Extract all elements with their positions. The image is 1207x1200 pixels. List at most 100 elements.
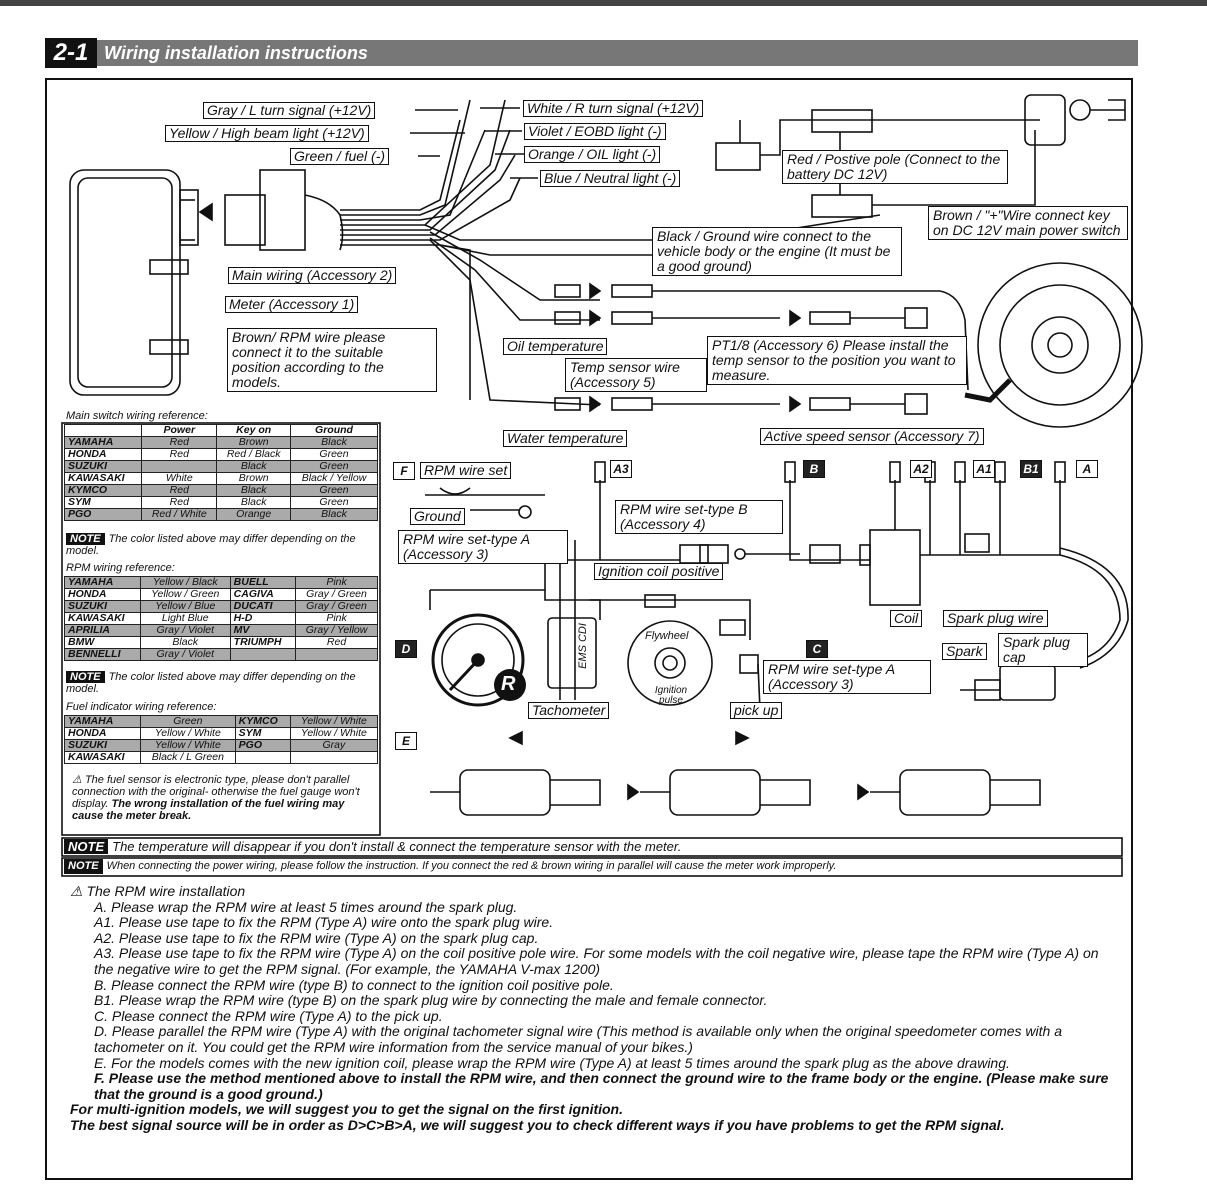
rpm-ref-title: RPM wiring reference: xyxy=(66,562,175,574)
label-spark: Spark xyxy=(942,643,987,660)
label-flywheel: Flywheel xyxy=(645,630,689,642)
diagram-frame xyxy=(45,78,1133,1180)
label-rpm-set-a: RPM wire set-type A (Accessory 3) xyxy=(398,530,568,564)
warning-icon: ⚠ xyxy=(70,883,83,899)
ms-cell: KAWASAKI xyxy=(63,472,143,485)
rpm-cell: DUCATI xyxy=(229,600,297,613)
label-white-r-turn: White / R turn signal (+12V) xyxy=(523,100,704,117)
rpm-cell: MV xyxy=(229,624,297,637)
label-rpm-set-a-c: RPM wire set-type A (Accessory 3) xyxy=(763,660,931,694)
ms-h2: Key on xyxy=(216,424,292,437)
fuel-cell xyxy=(234,751,291,764)
label-brown-key: Brown / "+"Wire connect key on DC 12V ma… xyxy=(928,206,1128,240)
instruction-a: A. Please wrap the RPM wire at least 5 t… xyxy=(94,898,518,915)
rpm-cell: Pink xyxy=(295,576,378,589)
rpm-cell: BUELL xyxy=(229,576,297,589)
fuel-warning-text: The fuel sensor is electronic type, plea… xyxy=(72,774,360,810)
ms-cell: Black / Yellow xyxy=(290,472,378,485)
ms-cell: Red xyxy=(141,448,218,461)
note-badge: NOTE xyxy=(66,533,105,545)
rpm-cell: APRILIA xyxy=(64,624,141,637)
rpm-cell: Yellow / Blue xyxy=(139,600,231,613)
spark-plug-e1 xyxy=(459,769,551,816)
fuel-warning-bold: The wrong installation of the fuel wirin… xyxy=(72,798,345,822)
label-ignition-pulse: Ignition pulse xyxy=(654,685,688,706)
ms-cell: Black xyxy=(216,460,292,473)
fuel-cell: KAWASAKI xyxy=(63,751,142,764)
flywheel-circle xyxy=(627,620,713,706)
label-ignition-coil-positive: Ignition coil positive xyxy=(594,563,724,580)
label-tachometer: Tachometer xyxy=(528,702,610,719)
label-spark-plug-wire: Spark plug wire xyxy=(943,610,1048,627)
label-water-temperature: Water temperature xyxy=(503,430,628,447)
label-pick-up: pick up xyxy=(730,702,783,719)
ms-cell: HONDA xyxy=(63,448,143,461)
label-coil: Coil xyxy=(890,610,923,627)
tag-c: C xyxy=(806,640,828,658)
rpm-instructions: ⚠ The RPM wire installation A. Please wr… xyxy=(70,883,1120,1134)
label-yellow-high-beam: Yellow / High beam light (+12V) xyxy=(165,125,369,142)
ms-cell: SYM xyxy=(63,496,143,509)
tach-r-letter: R xyxy=(501,673,516,695)
ms-cell: Black xyxy=(216,496,292,509)
label-green-fuel: Green / fuel (-) xyxy=(290,148,390,165)
label-oil-temperature: Oil temperature xyxy=(503,338,608,355)
label-brown-rpm: Brown/ RPM wire please connect it to the… xyxy=(227,328,437,392)
section-number: 2-1 xyxy=(45,38,97,68)
ms-cell: Black xyxy=(216,484,292,497)
ms-cell: Red xyxy=(141,496,218,509)
rpm-cell: Gray / Violet xyxy=(139,648,231,661)
instruction-c: C. Please connect the RPM wire (Type A) … xyxy=(94,1007,443,1024)
ms-cell: Black xyxy=(290,508,378,521)
rpm-cell: Red xyxy=(295,636,378,649)
rpm-cell: CAGIVA xyxy=(229,588,297,601)
ms-h3: Ground xyxy=(290,424,378,437)
instruction-b: B. Please connect the RPM wire (type B) … xyxy=(94,976,614,993)
tag-a: A xyxy=(1076,460,1098,478)
instructions-title-text: The RPM wire installation xyxy=(86,883,246,899)
main-switch-title: Main switch wiring reference: xyxy=(66,410,208,422)
instruction-a3: A3. Please use tape to fix the RPM wire … xyxy=(94,945,1099,977)
label-ground: Ground xyxy=(410,508,465,525)
rpm-cell: HONDA xyxy=(64,588,141,601)
label-blue-neutral: Blue / Neutral light (-) xyxy=(540,170,681,187)
label-active-speed-sensor: Active speed sensor (Accessory 7) xyxy=(760,428,984,445)
fuel-cell: HONDA xyxy=(63,727,142,740)
ms-cell: Red xyxy=(141,436,218,449)
rpm-cell xyxy=(295,648,378,661)
ms-cell xyxy=(141,460,218,473)
rpm-cell: Yellow / Green xyxy=(139,588,231,601)
rpm-cell: YAMAHA xyxy=(64,576,141,589)
note-power-text: When connecting the power wiring, please… xyxy=(106,860,837,872)
tag-b1: B1 xyxy=(1020,460,1042,478)
ms-cell: Green xyxy=(290,484,378,497)
label-main-wiring: Main wiring (Accessory 2) xyxy=(228,267,397,284)
rpm-cell xyxy=(229,648,297,661)
label-black-ground: Black / Ground wire connect to the vehic… xyxy=(652,227,902,276)
rpm-cell: H-D xyxy=(229,612,297,625)
tag-a2: A2 xyxy=(910,460,932,478)
instruction-b1: B1. Please wrap the RPM wire (type B) on… xyxy=(94,992,768,1009)
ms-cell: YAMAHA xyxy=(63,436,143,449)
ems-cdi-box xyxy=(547,617,597,689)
section-title: Wiring installation instructions xyxy=(104,43,368,63)
label-gray-l-turn: Gray / L turn signal (+12V) xyxy=(203,102,376,119)
fuel-cell: KYMCO xyxy=(234,715,291,728)
instruction-f: F. Please use the method mentioned above… xyxy=(94,1070,1109,1102)
rpm-cell: Light Blue xyxy=(139,612,231,625)
fuel-cell: Gray xyxy=(289,739,379,752)
label-spark-plug-cap: Spark plug cap xyxy=(998,633,1088,667)
ms-cell: SUZUKI xyxy=(63,460,143,473)
instruction-multi: For multi-ignition models, we will sugge… xyxy=(70,1101,623,1118)
rpm-cell: Gray / Yellow xyxy=(295,624,378,637)
fuel-cell: SUZUKI xyxy=(63,739,142,752)
ms-cell: Red / Black xyxy=(216,448,292,461)
tag-a1: A1 xyxy=(973,460,995,478)
instruction-a1: A1. Please use tape to fix the RPM (Type… xyxy=(94,914,554,931)
ms-cell: Green xyxy=(290,496,378,509)
label-temp-sensor: Temp sensor wire (Accessory 5) xyxy=(565,358,707,392)
tag-d: D xyxy=(395,640,417,658)
fuel-ref-title: Fuel indicator wiring reference: xyxy=(66,701,217,713)
